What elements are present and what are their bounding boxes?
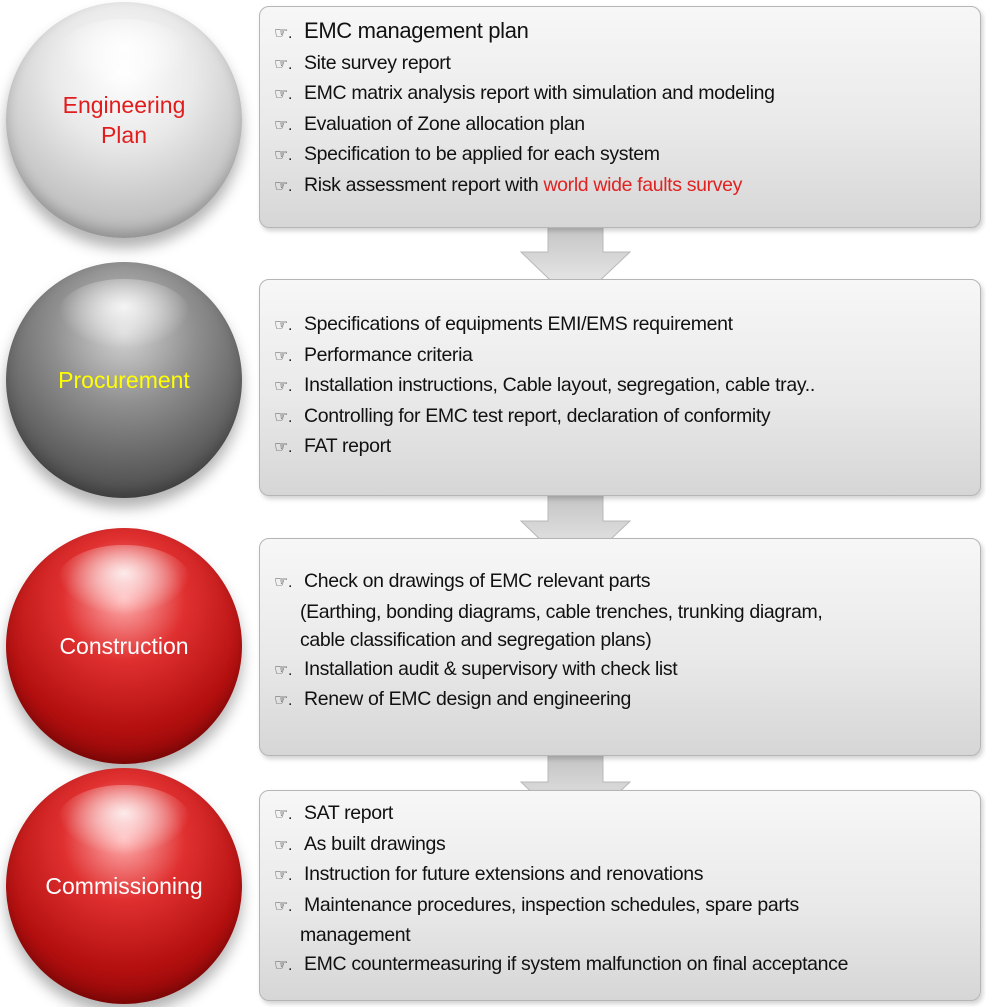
pointing-hand-icon: ☞. (274, 692, 293, 709)
list-item: management (300, 924, 411, 946)
stage-box-engineering-plan: ☞.EMC management plan ☞.Site survey repo… (259, 6, 981, 228)
sphere-engineering-plan: Engineering Plan (6, 2, 242, 238)
pointing-hand-icon: ☞. (274, 86, 293, 103)
stage-label-construction: Construction (59, 633, 189, 659)
list-item: ☞.Renew of EMC design and engineering (274, 685, 980, 716)
list-item: ☞.Evaluation of Zone allocation plan (274, 110, 980, 141)
list-item: ☞.EMC countermeasuring if system malfunc… (274, 950, 980, 981)
sphere-procurement: Procurement (6, 262, 242, 498)
stage-box-commissioning: ☞.SAT report ☞.As built drawings ☞.Instr… (259, 790, 981, 1001)
list-item: ☞.Maintenance procedures, inspection sch… (274, 891, 980, 922)
pointing-hand-icon: ☞. (274, 55, 293, 73)
list-item: ☞.Performance criteria (274, 341, 980, 372)
pointing-hand-icon: ☞. (274, 897, 293, 915)
list-item: ☞.SAT report (274, 799, 980, 830)
pointing-hand-icon: ☞. (274, 836, 293, 854)
pointing-hand-icon: ☞. (274, 116, 293, 134)
list-item: ☞.Instruction for future extensions and … (274, 860, 980, 891)
pointing-hand-icon: ☞. (274, 25, 293, 42)
pointing-hand-icon: ☞. (274, 147, 293, 164)
pointing-hand-icon: ☞. (274, 439, 293, 456)
stage-label-procurement: Procurement (58, 367, 190, 393)
pointing-hand-icon: ☞. (274, 177, 293, 195)
list-item: ☞.Site survey report (274, 49, 980, 80)
pointing-hand-icon: ☞. (274, 408, 293, 426)
list-item: ☞.Specification to be applied for each s… (274, 140, 980, 171)
list-item: ☞.Risk assessment report with world wide… (274, 171, 980, 202)
pointing-hand-icon: ☞. (274, 867, 293, 884)
list-item: ☞.Specifications of equipments EMI/EMS r… (274, 310, 980, 341)
sphere-commissioning: Commissioning (6, 768, 242, 1004)
list-item: ☞.FAT report (274, 432, 980, 463)
pointing-hand-icon: ☞. (274, 806, 293, 823)
stage-box-procurement: ☞.Specifications of equipments EMI/EMS r… (259, 279, 981, 496)
list-item: (Earthing, bonding diagrams, cable trenc… (300, 600, 823, 623)
pointing-hand-icon: ☞. (274, 378, 293, 395)
pointing-hand-icon: ☞. (274, 317, 293, 334)
sphere-construction: Construction (6, 528, 242, 764)
list-item: ☞.As built drawings (274, 830, 980, 861)
highlight-text: world wide faults survey (543, 173, 743, 196)
pointing-hand-icon: ☞. (274, 661, 293, 679)
list-item: ☞.EMC matrix analysis report with simula… (274, 79, 980, 110)
pointing-hand-icon: ☞. (274, 956, 293, 974)
pointing-hand-icon: ☞. (274, 574, 293, 591)
list-item: ☞.EMC management plan (274, 17, 980, 49)
list-item: ☞.Installation audit & supervisory with … (274, 655, 980, 686)
pointing-hand-icon: ☞. (274, 347, 293, 365)
stage-box-construction: ☞.Check on drawings of EMC relevant part… (259, 538, 981, 756)
stage-label-engineering-plan: Engineering Plan (62, 92, 186, 148)
list-item: cable classification and segregation pla… (300, 629, 652, 651)
list-item: ☞.Installation instructions, Cable layou… (274, 371, 980, 402)
stage-label-commissioning: Commissioning (45, 873, 203, 899)
list-item: ☞.Controlling for EMC test report, decla… (274, 402, 980, 433)
list-item: ☞.Check on drawings of EMC relevant part… (274, 567, 980, 598)
